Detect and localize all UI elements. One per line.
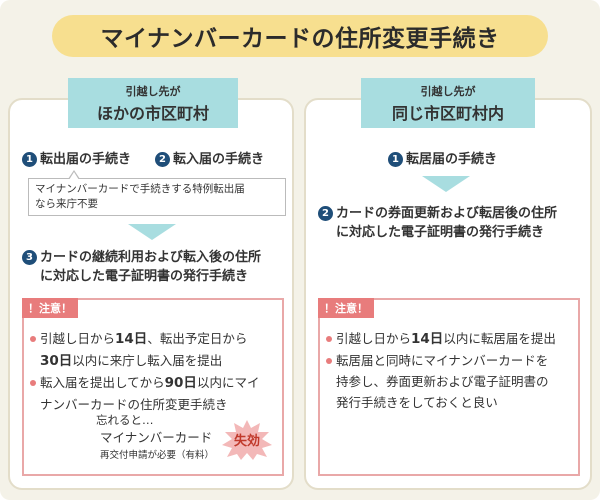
down-arrow-icon (422, 176, 470, 192)
step-label: カードの継続利用および転入後の住所 (40, 250, 262, 265)
caution-item: 転入届を提出してから90日以内にマイナンバーカードの住所変更手続き (30, 372, 278, 415)
step-certificate: 3 カードの継続利用および転入後の住所 に対応した電子証明書の発行手続き (22, 248, 261, 286)
note-bubble: マイナンバーカードで手続きする特例転出届 なら来庁不要 (28, 178, 286, 216)
caution-item: 引越し日から14日以内に転居届を提出 (326, 328, 574, 350)
forget-warning: 忘れると… (96, 413, 154, 427)
note-line: マイナンバーカードで手続きする特例転出届 (35, 183, 245, 195)
bubble-tail-fill (69, 172, 79, 180)
step-label: に対応した電子証明書の発行手続き (336, 225, 545, 240)
reissue-note: 再交付申請が必要（有料） (100, 450, 215, 461)
step-number-icon: 3 (22, 250, 37, 265)
invalid-badge: 失効 (233, 434, 260, 449)
step-move-out: 1 転出届の手続き (22, 150, 131, 169)
step-number-icon: 1 (388, 152, 403, 167)
step-label: に対応した電子証明書の発行手続き (40, 269, 249, 284)
caution-item: 転居届と同時にマイナンバーカードを持参し、券面更新および電子証明書の発行手続きを… (326, 350, 574, 413)
step-number-icon: 2 (155, 152, 170, 167)
forget-card-label: マイナンバーカード (100, 430, 213, 445)
note-line: なら来庁不要 (35, 198, 98, 210)
step-number-icon: 2 (318, 206, 333, 221)
starburst-icon (222, 420, 272, 460)
step-label: 転入届の手続き (173, 152, 265, 167)
caution-tag: ！注意！ (22, 298, 78, 318)
step-label: カードの券面更新および転居後の住所 (336, 206, 558, 221)
header-caption: 引越し先が (420, 85, 476, 98)
caution-box: ！注意！ 引越し日から14日以内に転居届を提出 転居届と同時にマイナンバーカード… (318, 298, 580, 476)
header-other-municipality: 引越し先が ほかの市区町村 (68, 78, 238, 128)
header-caption: 引越し先が (125, 85, 181, 98)
page-title: マイナンバーカードの住所変更手続き (52, 15, 548, 57)
header-label: 同じ市区町村内 (391, 104, 504, 123)
down-arrow-icon (128, 224, 176, 240)
step-move-in: 2 転入届の手続き (155, 150, 264, 169)
step-label: 転出届の手続き (40, 152, 132, 167)
header-same-municipality: 引越し先が 同じ市区町村内 (361, 78, 535, 128)
header-label: ほかの市区町村 (96, 104, 209, 123)
step-label: 転居届の手続き (406, 152, 498, 167)
step-number-icon: 1 (22, 152, 37, 167)
caution-tag: ！注意！ (318, 298, 374, 318)
step-change-address: 1 転居届の手続き (388, 150, 497, 169)
step-card-update: 2 カードの券面更新および転居後の住所 に対応した電子証明書の発行手続き (318, 204, 557, 242)
